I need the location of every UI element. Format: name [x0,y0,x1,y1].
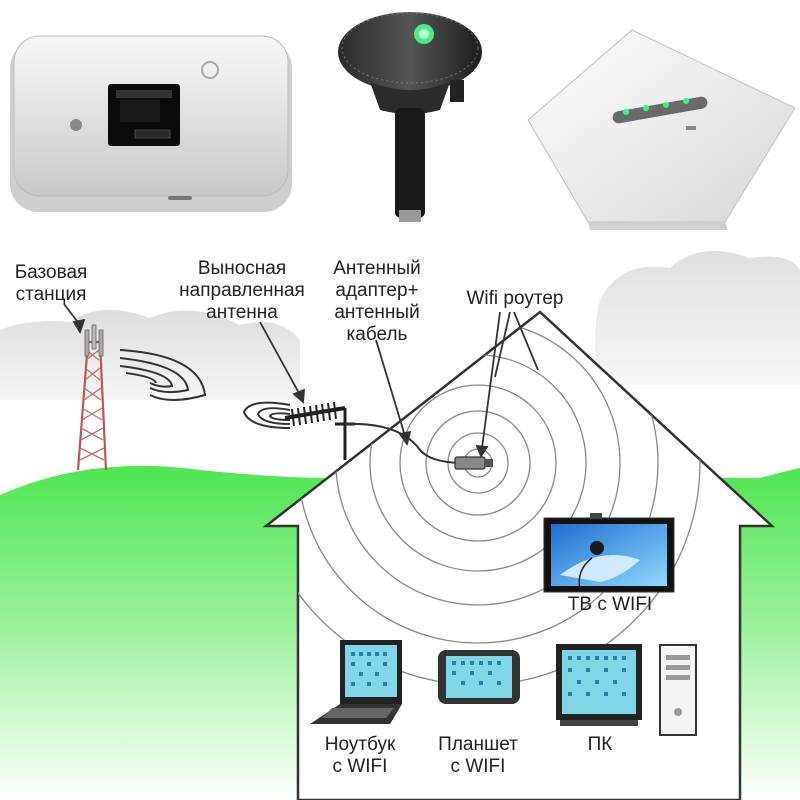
tower-signal-waves [119,349,207,401]
tv-icon [543,513,675,593]
directional-antenna-icon [284,401,355,460]
clouds [0,250,800,400]
label-pc: ПК [587,734,613,755]
label-antenna-adapter: Антенный адаптер+ антенный кабель [333,258,421,345]
label-remote-antenna: Выносная направленная антенна [179,258,305,323]
antenna-cable [344,422,461,464]
label-pointers [63,303,539,458]
car-usb-router-icon [338,12,482,222]
cell-tower-icon [76,324,108,471]
desktop-pc-icon [556,644,697,736]
label-wifi-router: Wifi роутер [466,288,564,309]
label-base-station: Базовая станция [14,262,88,305]
tablet-icon [438,650,520,704]
huawei-mobile-router-icon [10,35,292,212]
wifi-router-icon [454,456,493,470]
antenna-signal-waves [242,401,291,429]
label-tv: ТВ с WIFI [567,594,653,615]
label-laptop: Ноутбук с WIFI [324,734,396,777]
laptop-icon [310,640,402,724]
label-tablet: Планшет с WIFI [438,734,518,777]
pocket-wifi-router-icon [527,29,796,230]
